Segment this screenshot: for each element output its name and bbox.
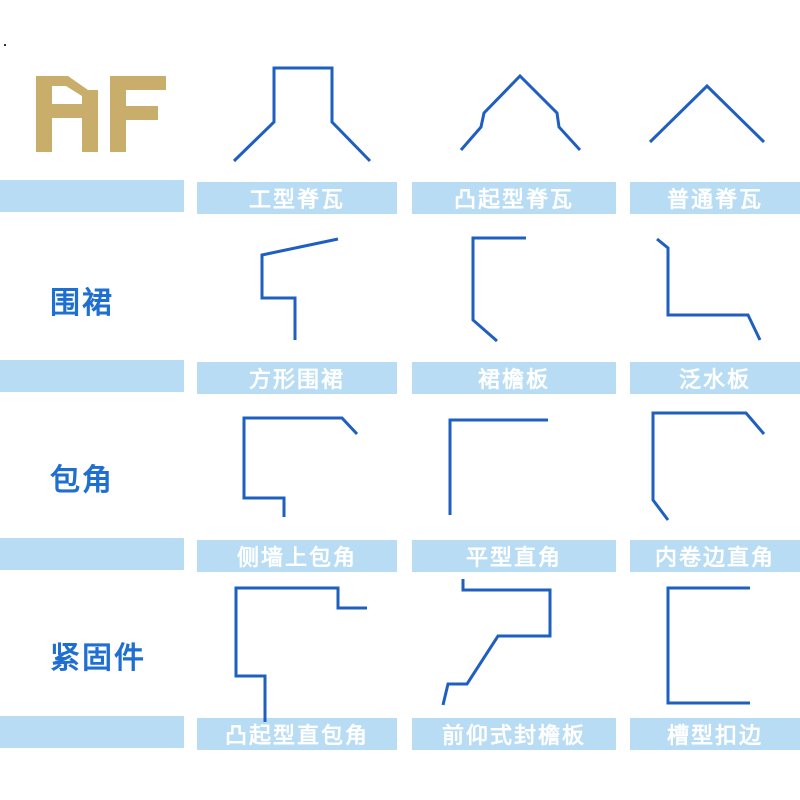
- profile-label: 裙檐板: [412, 362, 616, 394]
- row-bar-left: [0, 180, 184, 212]
- front-fascia-profile-icon: [441, 579, 552, 706]
- profile-label: 内卷边直角: [630, 540, 800, 572]
- row-bar-left: [0, 360, 184, 392]
- profile-label: 工型脊瓦: [197, 182, 397, 214]
- plain-ridge-profile-icon: [648, 83, 766, 144]
- profile-label: 前仰式封檐板: [412, 718, 616, 750]
- flat-right-angle-profile-icon: [448, 418, 548, 515]
- profile-label: 凸起型直包角: [197, 718, 397, 750]
- category-label-skirt: 围裙: [50, 286, 114, 321]
- profile-label: 槽型扣边: [630, 718, 800, 750]
- profile-label: 普通脊瓦: [630, 182, 800, 214]
- profile-label: 凸起型脊瓦: [412, 182, 616, 214]
- hf-logo: [36, 76, 166, 152]
- curled-edge-corner-profile-icon: [651, 411, 766, 521]
- raised-ridge-profile-icon: [459, 73, 582, 152]
- channel-trim-profile-icon: [666, 586, 750, 705]
- category-label-fastener: 紧固件: [50, 641, 146, 676]
- square-skirt-profile-icon: [260, 237, 339, 340]
- profile-label: 侧墙上包角: [197, 540, 397, 572]
- flashing-profile-icon: [656, 237, 762, 341]
- profile-label: 方形围裙: [197, 362, 397, 394]
- profile-label: 泛水板: [630, 362, 800, 394]
- profile-label: 平型直角: [412, 540, 616, 572]
- row-bar-left: [0, 716, 184, 748]
- row-bar-left: [0, 538, 184, 570]
- raised-straight-corner-profile-icon: [234, 586, 367, 722]
- i-ridge-profile-icon: [232, 66, 372, 163]
- side-wall-corner-profile-icon: [242, 416, 359, 517]
- eave-board-profile-icon: [471, 236, 526, 343]
- speck-mark: [4, 44, 6, 46]
- category-label-corner: 包角: [50, 463, 114, 498]
